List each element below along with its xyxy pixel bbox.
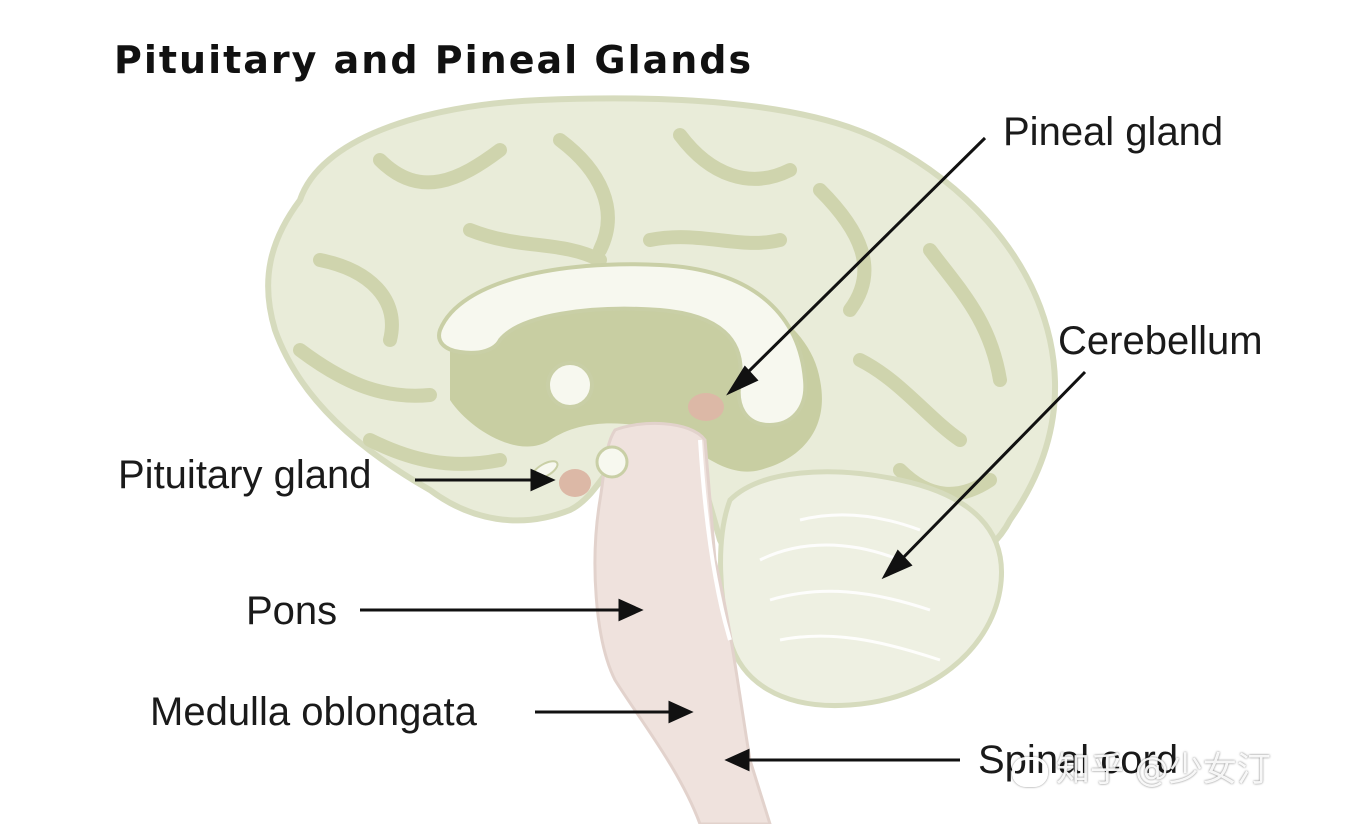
brainstem [593, 422, 773, 826]
cerebellum-arrowhead [881, 549, 913, 580]
pineal-gland-shape [688, 393, 724, 421]
diagram-title: Pituitary and Pineal Glands [114, 38, 754, 82]
label-pituitary-gland: Pituitary gland [118, 453, 372, 497]
watermark: 知乎 @少女汀 [1012, 742, 1271, 791]
pituitary-arrowhead [530, 468, 556, 492]
label-spinal-cord: Spinal cord [978, 738, 1179, 782]
fourth-ventricle-line [698, 439, 732, 641]
spinal-arrowhead [724, 748, 750, 772]
leader-lines [360, 136, 1087, 772]
sulci [293, 128, 1007, 501]
label-pineal-gland: Pineal gland [1003, 110, 1224, 154]
label-pons: Pons [246, 589, 338, 633]
corpus-callosum [437, 262, 808, 428]
cerebellum-folia [759, 513, 941, 662]
pons-arrowhead [618, 598, 644, 622]
chat-bubble-icon [1012, 756, 1048, 787]
cerebellum-shape [718, 469, 1004, 709]
pineal-arrow-line [738, 136, 987, 382]
cerebellum-arrow-line [894, 370, 1087, 567]
anterior-commissure [546, 361, 594, 409]
mammillary-body [595, 445, 629, 479]
pineal-arrowhead [726, 365, 759, 396]
label-cerebellum: Cerebellum [1058, 319, 1263, 363]
medulla-arrowhead [668, 700, 694, 724]
pituitary-gland-shape [559, 469, 591, 497]
label-medulla-oblongata: Medulla oblongata [150, 690, 477, 734]
watermark-text: 知乎 @少女汀 [1056, 750, 1271, 790]
